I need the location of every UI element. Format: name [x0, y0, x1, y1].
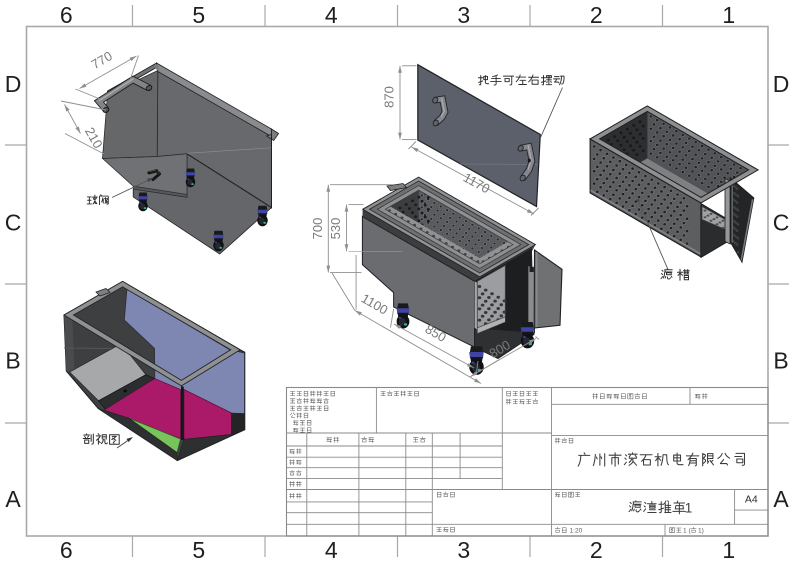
svg-text:2: 2: [590, 2, 603, 28]
svg-text:A4: A4: [745, 494, 758, 506]
svg-text:D: D: [5, 71, 22, 97]
svg-text:1: 1: [722, 2, 735, 28]
svg-text:D: D: [773, 71, 790, 97]
svg-text:4: 4: [325, 2, 338, 28]
svg-text:1: 1: [722, 537, 735, 563]
svg-text:6: 6: [60, 2, 73, 28]
svg-text:1): 1): [698, 528, 704, 535]
svg-text:A: A: [773, 486, 789, 512]
svg-text:3: 3: [457, 537, 470, 563]
svg-text:5: 5: [192, 537, 205, 563]
svg-text:B: B: [773, 348, 788, 374]
svg-text:1 (: 1 (: [683, 528, 691, 535]
svg-text:700: 700: [310, 218, 325, 240]
svg-text:B: B: [5, 348, 20, 374]
svg-text:6: 6: [60, 537, 73, 563]
svg-text:5: 5: [192, 2, 205, 28]
svg-text:C: C: [5, 209, 22, 235]
svg-text:870: 870: [382, 86, 397, 108]
svg-text:A: A: [5, 486, 21, 512]
svg-text:4: 4: [325, 537, 338, 563]
svg-text:2: 2: [590, 537, 603, 563]
svg-text:C: C: [773, 209, 790, 235]
svg-text:1: 1: [685, 501, 693, 516]
svg-text:530: 530: [328, 218, 343, 240]
svg-text:3: 3: [457, 2, 470, 28]
svg-text:1:20: 1:20: [570, 528, 583, 535]
